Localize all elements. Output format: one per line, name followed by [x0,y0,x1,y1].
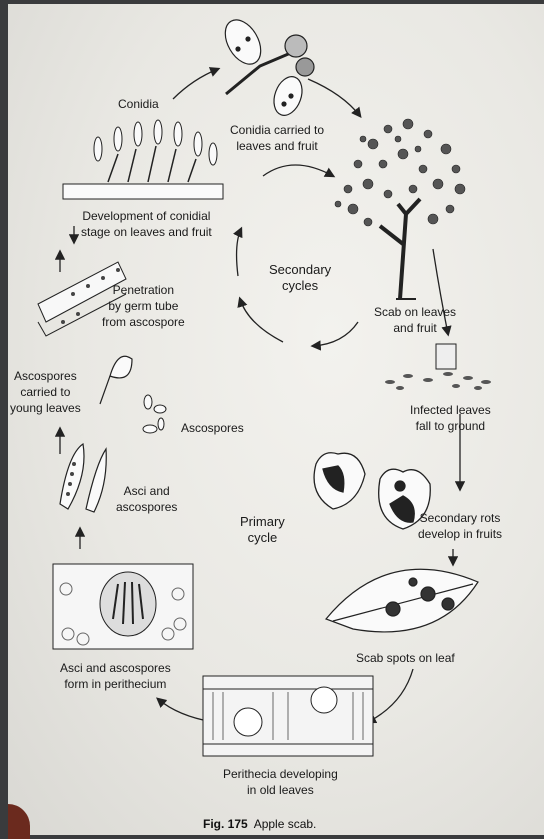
label-scab-leaves-fruit: Scab on leaves and fruit [374,304,456,336]
label-line: Infected leaves [410,402,491,418]
label-secondary-rots: Secondary rots develop in fruits [418,510,502,542]
young-leaf [100,356,132,404]
label-line: Conidia carried to [230,122,324,138]
arrow-twig-to-tree [308,79,360,116]
label-secondary-cycles: Secondary cycles [269,262,331,294]
label-primary-cycle: Primary cycle [240,514,285,546]
label-line: Perithecia developing [223,766,338,782]
label-asci-and-ascospores: Asci and ascospores [116,483,177,515]
figure-number: Fig. 175 [203,817,248,831]
apple-tree [335,119,465,299]
scabbed-fruits [314,453,430,529]
label-ascospores-carried: Ascospores carried to young leaves [10,368,81,416]
label-line: Asci and [116,483,177,499]
asci [60,444,106,512]
label-infected-leaves: Infected leaves fall to ground [410,402,491,434]
label-line: cycle [240,530,285,546]
label-conidia-carried: Conidia carried to leaves and fruit [230,122,324,154]
arrow-leaf-to-perithecia [368,669,413,722]
label-line: stage on leaves and fruit [81,224,212,240]
perithecium-with-asci [53,564,193,649]
label-perithecia: Perithecia developing in old leaves [223,766,338,798]
label-line: Primary [240,514,285,530]
label-line: Penetration [102,282,185,298]
label-line: cycles [269,278,331,294]
conidial-stage [63,120,223,199]
label-line: in old leaves [223,782,338,798]
label-line: by germ tube [102,298,185,314]
label-scab-spots: Scab spots on leaf [356,650,455,666]
label-penetration: Penetration by germ tube from ascospore [102,282,185,330]
label-development: Development of conidial stage on leaves … [81,208,212,240]
label-line: leaves and fruit [230,138,324,154]
label-line: young leaves [10,400,81,416]
twig-with-fruit [218,14,314,120]
label-line: Secondary rots [418,510,502,526]
label-line: Scab on leaves [374,304,456,320]
label-line: from ascospore [102,314,185,330]
figure-caption: Fig. 175 Apple scab. [203,817,316,831]
ascospores [143,395,166,433]
label-line: Secondary [269,262,331,278]
scabbed-leaf [326,569,478,632]
label-ascospores: Ascospores [181,420,244,436]
label-line: Asci and ascospores [60,660,171,676]
label-line: Development of conidial [81,208,212,224]
fallen-leaves [385,344,491,390]
label-line: form in perithecium [60,676,171,692]
figure-title: Apple scab. [254,817,317,831]
label-line: and fruit [374,320,456,336]
label-line: ascospores [116,499,177,515]
label-asci-form: Asci and ascospores form in perithecium [60,660,171,692]
book-page: Conidia Conidia carried to leaves and fr… [8,4,544,835]
arrow-conidia-to-twig [173,69,218,99]
label-line: develop in fruits [418,526,502,542]
label-conidia: Conidia [118,96,159,112]
secondary-cycle-circle [237,165,358,346]
perithecia-section [203,676,373,756]
label-line: carried to [10,384,81,400]
label-line: Ascospores [10,368,81,384]
label-line: fall to ground [410,418,491,434]
